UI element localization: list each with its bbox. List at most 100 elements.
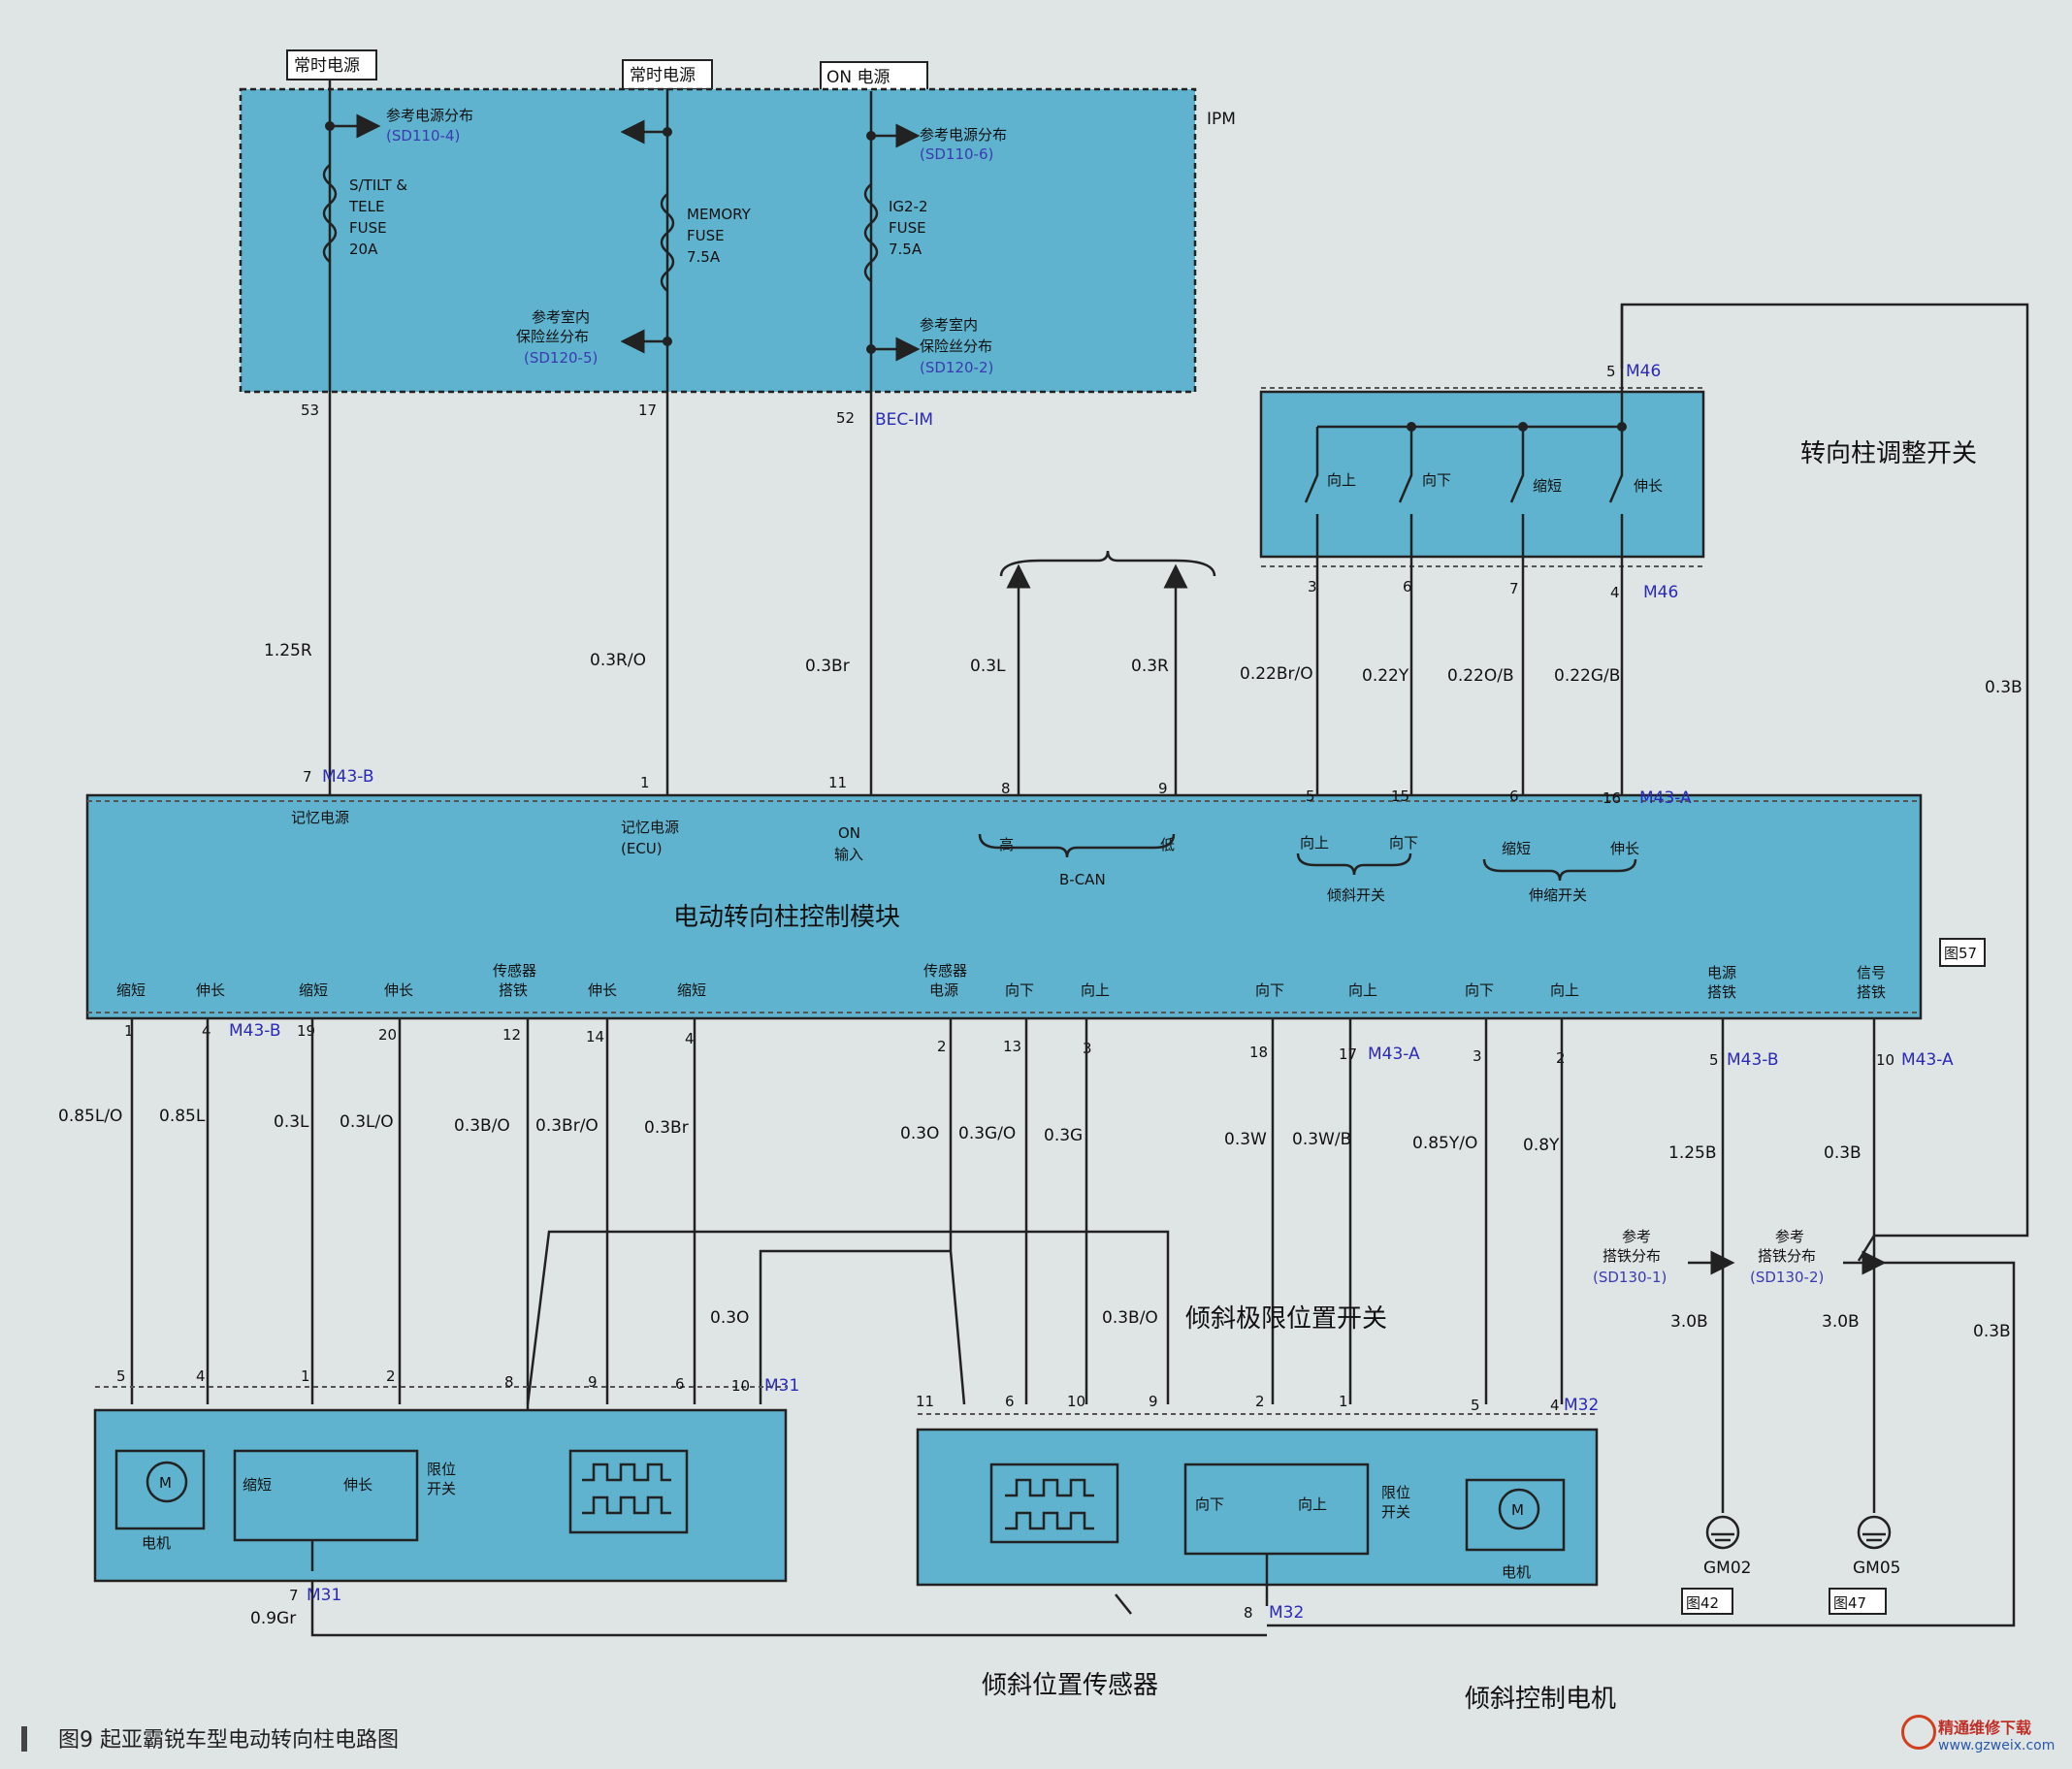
svg-text:0.3B: 0.3B — [1824, 1143, 1862, 1163]
svg-text:记忆电源: 记忆电源 — [621, 819, 679, 836]
svg-text:搭铁: 搭铁 — [499, 981, 528, 999]
svg-text:0.3Br: 0.3Br — [805, 657, 850, 676]
svg-text:12: 12 — [502, 1026, 521, 1044]
svg-text:(ECU): (ECU) — [621, 840, 663, 857]
telescope-motor-sensor-m31 — [93, 1408, 788, 1583]
svg-text:0.85Y/O: 0.85Y/O — [1412, 1134, 1477, 1153]
power-source-1: 常时电源 — [286, 49, 377, 80]
svg-text:记忆电源: 记忆电源 — [291, 809, 349, 826]
power-source-2: 常时电源 — [622, 59, 713, 90]
svg-text:7.5A: 7.5A — [889, 241, 923, 258]
svg-text:缩短: 缩短 — [243, 1476, 272, 1494]
svg-text:7: 7 — [1509, 580, 1519, 597]
svg-text:10: 10 — [731, 1377, 750, 1395]
svg-text:4: 4 — [1550, 1397, 1560, 1414]
svg-text:伸长: 伸长 — [588, 981, 617, 999]
m32-pins: 11 6 10 9 2 1 5 4 M32 — [916, 1393, 1599, 1415]
svg-text:搭铁: 搭铁 — [1857, 983, 1886, 1001]
svg-text:3.0B: 3.0B — [1822, 1312, 1860, 1332]
svg-text:11: 11 — [916, 1393, 934, 1410]
svg-text:0.3B/O: 0.3B/O — [1102, 1308, 1158, 1328]
svg-text:17: 17 — [1339, 1045, 1357, 1063]
module-title: 电动转向柱控制模块 — [673, 903, 900, 932]
svg-text:开关: 开关 — [427, 1480, 456, 1497]
svg-text:M32: M32 — [1564, 1396, 1599, 1415]
module-bottom-labels: 缩短 伸长 缩短 伸长 传感器 搭铁 伸长 缩短 传感器 电源 向下 向上 向下… — [116, 962, 1886, 1001]
svg-text:11: 11 — [828, 774, 847, 791]
svg-text:14: 14 — [586, 1028, 604, 1045]
lower-wires — [130, 1018, 1876, 1513]
svg-text:(SD130-2): (SD130-2) — [1750, 1269, 1824, 1286]
svg-text:0.9Gr: 0.9Gr — [250, 1609, 296, 1628]
svg-text:0.85L/O: 0.85L/O — [58, 1107, 122, 1126]
svg-text:MEMORY: MEMORY — [687, 206, 752, 223]
svg-text:信号: 信号 — [1857, 964, 1886, 981]
tilt-motor-label: 倾斜控制电机 — [1465, 1685, 1616, 1714]
svg-text:电源: 电源 — [929, 981, 958, 999]
watermark-text-1: 精通维修下载 — [1938, 1719, 2032, 1737]
svg-text:传感器: 传感器 — [923, 962, 967, 980]
svg-text:52: 52 — [836, 409, 855, 427]
svg-text:0.3B: 0.3B — [1985, 678, 2023, 697]
column-adjust-switch — [1259, 390, 1705, 559]
fuse-3: IG2-2 FUSE 7.5A — [863, 183, 928, 282]
svg-text:M43-B: M43-B — [229, 1021, 281, 1041]
switch-title: 转向柱调整开关 — [1800, 439, 1977, 468]
svg-text:0.8Y: 0.8Y — [1523, 1136, 1560, 1155]
svg-text:0.3G/O: 0.3G/O — [958, 1124, 1016, 1143]
svg-text:20A: 20A — [349, 241, 378, 258]
watermark-logo: 精通维修下载 www.gzweix.com — [1899, 1709, 2064, 1763]
svg-text:9: 9 — [1158, 780, 1168, 797]
svg-text:8: 8 — [1001, 780, 1011, 797]
svg-text:GM02: GM02 — [1703, 1559, 1751, 1578]
svg-text:0.3W/B: 0.3W/B — [1292, 1130, 1351, 1149]
svg-text:0.3R: 0.3R — [1131, 657, 1169, 676]
svg-text:FUSE: FUSE — [889, 219, 926, 237]
svg-text:(SD110-6): (SD110-6) — [920, 145, 993, 163]
svg-text:4: 4 — [196, 1367, 206, 1385]
svg-text:0.85L: 0.85L — [159, 1107, 206, 1126]
svg-text:7.5A: 7.5A — [687, 248, 721, 266]
ipm-box — [239, 87, 1197, 394]
svg-text:图57: 图57 — [1944, 945, 1977, 962]
svg-text:搭铁分布: 搭铁分布 — [1758, 1247, 1816, 1265]
svg-text:0.3R/O: 0.3R/O — [590, 651, 646, 670]
svg-text:电机: 电机 — [1502, 1563, 1531, 1581]
svg-text:ON: ON — [838, 824, 860, 842]
svg-text:9: 9 — [588, 1373, 598, 1391]
svg-text:向上: 向上 — [1348, 981, 1377, 999]
lower-wire-labels: 0.85L/O 0.85L 0.3L 0.3L/O 0.3B/O 0.3Br/O… — [58, 1107, 1862, 1163]
svg-text:M46: M46 — [1643, 583, 1678, 602]
svg-text:IG2-2: IG2-2 — [889, 198, 928, 215]
svg-text:M: M — [159, 1474, 172, 1492]
svg-text:8: 8 — [504, 1373, 514, 1391]
svg-text:6: 6 — [1403, 578, 1412, 595]
svg-text:0.3G: 0.3G — [1044, 1126, 1083, 1145]
svg-text:图42: 图42 — [1686, 1594, 1719, 1612]
svg-text:M43-A: M43-A — [1901, 1050, 1954, 1070]
svg-text:1: 1 — [124, 1022, 134, 1040]
svg-text:限位: 限位 — [1381, 1484, 1410, 1501]
svg-text:16: 16 — [1603, 789, 1621, 807]
tilt-sensor-label: 倾斜位置传感器 — [982, 1671, 1158, 1700]
svg-text:1.25R: 1.25R — [264, 641, 312, 660]
svg-text:5: 5 — [1306, 788, 1315, 805]
svg-text:缩短: 缩短 — [299, 981, 328, 999]
svg-text:M43-B: M43-B — [1727, 1050, 1779, 1070]
svg-text:参考: 参考 — [1775, 1228, 1804, 1245]
svg-text:5: 5 — [1471, 1397, 1480, 1414]
svg-text:FUSE: FUSE — [687, 227, 725, 244]
ipm-label: IPM — [1207, 110, 1236, 129]
svg-text:10: 10 — [1876, 1051, 1894, 1069]
svg-text:传感器: 传感器 — [493, 962, 536, 980]
svg-text:0.22O/B: 0.22O/B — [1447, 666, 1514, 686]
svg-text:2: 2 — [386, 1367, 396, 1385]
svg-text:保险丝分布: 保险丝分布 — [516, 328, 589, 345]
svg-text:M43-A: M43-A — [1639, 788, 1692, 808]
svg-text:M32: M32 — [1269, 1603, 1304, 1623]
svg-text:图47: 图47 — [1833, 1594, 1866, 1612]
svg-text:0.3Br/O: 0.3Br/O — [535, 1116, 599, 1136]
svg-text:1: 1 — [301, 1367, 310, 1385]
svg-text:向上: 向上 — [1300, 834, 1329, 852]
svg-text:向上: 向上 — [1327, 471, 1356, 489]
